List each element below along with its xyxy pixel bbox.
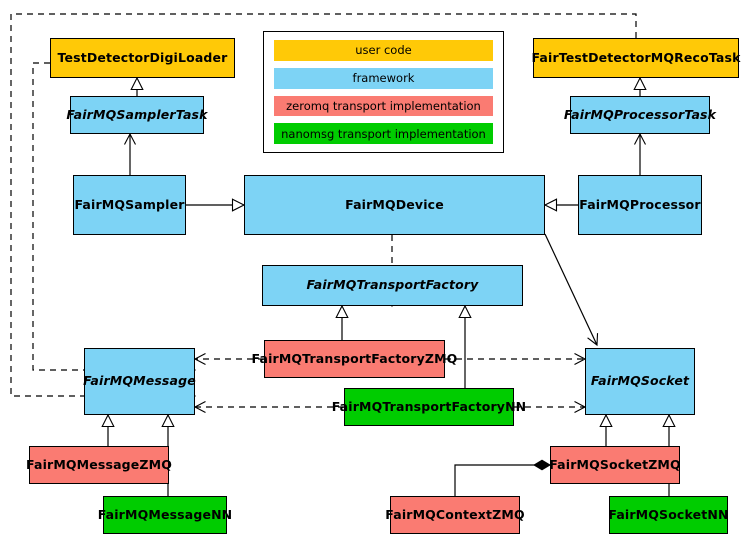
node-fair-mq-message[interactable]: FairMQMessage: [83, 348, 196, 415]
legend-item-zeromq: zeromq transport implementation: [274, 95, 493, 117]
node-fair-mq-sampler[interactable]: FairMQSampler: [73, 175, 186, 235]
node-fair-mq-message-zmq[interactable]: FairMQMessageZMQ: [26, 446, 172, 484]
node-fair-mq-device[interactable]: FairMQDevice: [244, 175, 545, 235]
node-fair-mq-transport-factory[interactable]: FairMQTransportFactory: [262, 265, 523, 306]
node-label: FairMQTransportFactory: [306, 277, 479, 293]
edge-contextzmq-to-socketzmq: [454, 459, 551, 496]
node-label: FairMQMessageZMQ: [26, 456, 172, 472]
node-label: FairMQContextZMQ: [385, 506, 525, 522]
node-label: FairMQProcessor: [579, 196, 701, 212]
node-label: TestDetectorDigiLoader: [57, 49, 228, 65]
node-fair-mq-sampler-task[interactable]: FairMQSamplerTask: [66, 96, 207, 134]
node-fair-mq-socket-zmq[interactable]: FairMQSocketZMQ: [549, 446, 681, 484]
legend-item-label: framework: [352, 71, 415, 86]
node-label: FairMQSocketNN: [608, 506, 729, 522]
legend-item-label: zeromq transport implementation: [286, 98, 481, 113]
node-label: FairTestDetectorMQRecoTask: [531, 49, 741, 65]
legend-item-user-code: user code: [274, 40, 493, 61]
node-fair-mq-transport-factory-nn[interactable]: FairMQTransportFactoryNN: [332, 388, 526, 426]
legend-item-nanomsg: nanomsg transport implementation: [274, 123, 493, 144]
legend-item-label: user code: [355, 43, 412, 58]
node-fair-mq-processor-task[interactable]: FairMQProcessorTask: [564, 96, 716, 134]
node-label: FairMQTransportFactoryZMQ: [251, 350, 458, 366]
node-label: FairMQSamplerTask: [66, 106, 208, 122]
node-fair-mq-processor[interactable]: FairMQProcessor: [578, 175, 702, 235]
node-label: FairMQProcessorTask: [563, 106, 717, 122]
legend-item-framework: framework: [274, 67, 493, 89]
node-label: FairMQTransportFactoryNN: [331, 398, 527, 414]
node-test-detector-digi-loader[interactable]: TestDetectorDigiLoader: [50, 38, 235, 78]
node-fair-mq-socket[interactable]: FairMQSocket: [585, 348, 695, 415]
node-fair-mq-context-zmq[interactable]: FairMQContextZMQ: [385, 496, 525, 534]
node-label: FairMQMessage: [83, 373, 196, 389]
legend-item-label: nanomsg transport implementation: [281, 126, 486, 141]
node-fair-mq-transport-factory-zmq[interactable]: FairMQTransportFactoryZMQ: [252, 340, 457, 378]
node-fair-mq-socket-nn[interactable]: FairMQSocketNN: [608, 496, 729, 534]
node-label: FairMQSampler: [74, 196, 185, 212]
node-fair-mq-message-nn[interactable]: FairMQMessageNN: [98, 496, 232, 534]
node-label: FairMQDevice: [345, 196, 444, 212]
edge-device-to-socket: [544, 233, 599, 347]
node-label: FairMQSocketZMQ: [549, 456, 681, 472]
node-label: FairMQSocket: [590, 373, 690, 389]
legend: user code framework zeromq transport imp…: [263, 31, 504, 153]
node-fair-test-detector-mq-reco-task[interactable]: FairTestDetectorMQRecoTask: [531, 38, 741, 78]
node-label: FairMQMessageNN: [97, 506, 233, 522]
